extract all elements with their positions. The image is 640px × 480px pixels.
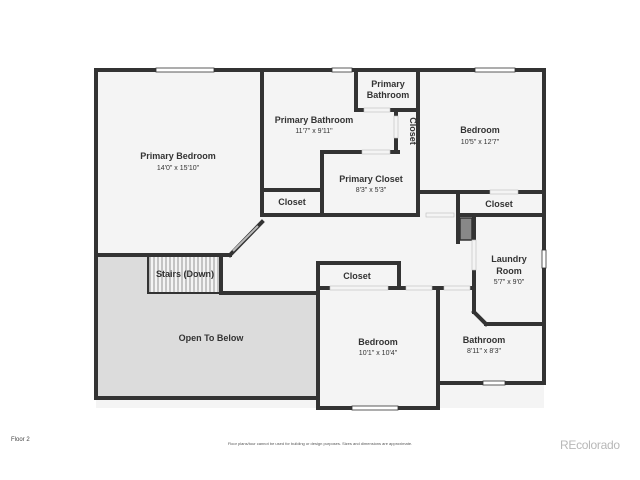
room-label-closet-center: Closet (343, 271, 371, 281)
window-primary-bathroom (331, 67, 353, 73)
windows (155, 67, 547, 411)
room-dims-bedroom-ne: 10'5" x 12'7" (461, 139, 500, 146)
stairs (149, 257, 219, 292)
room-dims-laundry: 5'7" x 9'0" (494, 279, 525, 286)
room-label-closet-right: Closet (485, 199, 513, 209)
door-bedroom-ne (489, 189, 519, 195)
door-primary-bedroom-diagonal (232, 225, 259, 252)
room-label-laundry-2: Room (496, 266, 522, 276)
door-closet-vertical (393, 115, 399, 139)
room-label-bathroom: Bathroom (463, 335, 506, 345)
door-primary-closet (361, 149, 391, 155)
window-bedroom-ne (474, 67, 516, 73)
door-bedroom-s (405, 285, 433, 291)
window-primary-bedroom (155, 67, 215, 73)
room-dims-primary-closet: 8'3" x 5'3" (356, 187, 387, 194)
room-label-primary-bathroom-small-1: Primary (371, 79, 405, 89)
room-label-primary-bathroom: Primary Bathroom (275, 115, 354, 125)
room-dims-primary-bedroom: 14'0" x 15'10" (157, 165, 200, 172)
open-to-below-area (96, 255, 318, 398)
room-label-closet-vertical: Closet (408, 117, 418, 145)
door-laundry (471, 239, 477, 271)
room-dims-bedroom-s: 10'1" x 10'4" (359, 350, 398, 357)
room-label-primary-closet: Primary Closet (339, 174, 403, 184)
room-label-bedroom-ne: Bedroom (460, 125, 500, 135)
room-label-laundry-1: Laundry (491, 254, 527, 264)
window-laundry (541, 249, 547, 269)
brand-logo: REcolorado (560, 438, 620, 452)
disclaimer-text: Floor plans/tour cannot be used for buil… (227, 441, 413, 446)
room-label-bedroom-s: Bedroom (358, 337, 398, 347)
chimney-box (459, 217, 473, 241)
room-label-open-to-below: Open To Below (179, 333, 245, 343)
room-dims-bathroom: 8'11" x 8'3" (467, 348, 501, 355)
room-label-primary-bathroom-small-2: Bathroom (367, 90, 410, 100)
room-label-primary-bedroom: Primary Bedroom (140, 151, 216, 161)
door-closet-center (329, 285, 389, 291)
room-dims-primary-bathroom: 11'7" x 9'11" (295, 128, 333, 135)
room-label-closet-left: Closet (278, 197, 306, 207)
window-bathroom (482, 380, 506, 386)
room-label-stairs: Stairs (Down) (156, 269, 214, 279)
floor-label: Floor 2 (11, 437, 30, 443)
window-bedroom-s (351, 405, 399, 411)
door-bath-small (363, 107, 391, 113)
door-bathroom (443, 285, 471, 291)
door-openings (329, 107, 519, 291)
door-hall-right (425, 212, 455, 218)
